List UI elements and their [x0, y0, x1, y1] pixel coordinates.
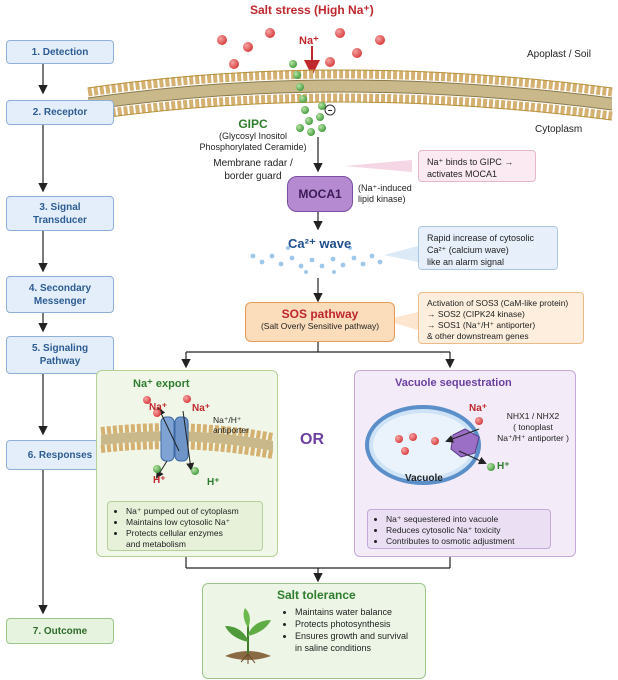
sos-note-line3: → SOS1 (Na⁺/H⁺ antiporter)	[427, 320, 536, 330]
outcome-bullet-3: Ensures growth and survival	[295, 630, 408, 642]
vacuole-bullet-3: Contributes to osmotic adjustment	[386, 536, 544, 547]
export-h-label-1: H⁺	[153, 475, 166, 486]
outcome-bullet-1: Maintains water balance	[295, 606, 408, 618]
export-bullet-1: Na⁺ pumped out of cytoplasm	[126, 506, 256, 517]
vacuole-h-label: H⁺	[497, 461, 510, 472]
export-bullet-2: Maintains low cytosolic Na⁺	[126, 517, 256, 528]
outcome-bullet-2: Protects photosynthesis	[295, 618, 408, 630]
moca1-sub2: lipid kinase)	[358, 194, 406, 204]
step-receptor: 2. Receptor	[6, 100, 114, 125]
gipc-block: GIPC (Glycosyl Inositol Phosphorylated C…	[198, 117, 308, 183]
ca-note-line3: like an alarm signal	[427, 257, 505, 267]
export-summary: Na⁺ pumped out of cytoplasm Maintains lo…	[107, 501, 263, 551]
gipc-title: GIPC	[238, 117, 268, 131]
export-h-label-2: H⁺	[207, 477, 220, 488]
step-detection: 1. Detection	[6, 40, 114, 64]
export-antiporter-line1: Na⁺/H⁺	[213, 415, 242, 425]
step-signaling-pathway: 5. Signaling Pathway	[6, 336, 114, 374]
gipc-sub1: (Glycosyl Inositol	[218, 131, 288, 141]
gipc-desc2: border guard	[224, 171, 282, 182]
export-antiporter-line2: antiporter	[213, 425, 249, 435]
calcium-dots	[250, 246, 383, 274]
sos-sub: (Salt Overly Sensitive pathway)	[260, 321, 380, 331]
apoplast-label: Apoplast / Soil	[527, 49, 591, 60]
gipc-note-pointer	[345, 160, 412, 172]
or-label: OR	[300, 431, 324, 448]
merge-arrows	[185, 555, 451, 583]
salt-tolerance-title: Salt tolerance	[277, 588, 356, 602]
sos-node: SOS pathway (Salt Overly Sensitive pathw…	[245, 302, 395, 342]
export-antiporter-label: Na⁺/H⁺ antiporter	[213, 415, 249, 435]
gipc-note-line2: activates MOCA1	[427, 169, 498, 179]
export-na-label-2: Na⁺	[192, 403, 211, 414]
vacuole-label: Vacuole	[405, 473, 443, 484]
gipc-note-line1: Na⁺ binds to GIPC →	[427, 157, 514, 167]
nhx-line3: Na⁺/H⁺ antiporter )	[497, 433, 569, 443]
export-membrane-drawing	[100, 395, 274, 479]
export-bullet-4: and metabolism	[126, 539, 187, 549]
ca-note-line2: Ca²⁺ (calcium wave)	[427, 245, 509, 255]
sos-note-line2: → SOS2 (CIPK24 kinase)	[427, 309, 525, 319]
gipc-molecule: −	[289, 60, 336, 173]
nhx-line2: ( tonoplast	[513, 422, 553, 432]
ca-wave-label: Ca²⁺ wave	[288, 236, 352, 251]
moca1-sub1: (Na⁺-induced	[358, 183, 412, 193]
sos-title: SOS pathway	[281, 307, 359, 321]
vacuole-na-label: Na⁺	[469, 403, 488, 414]
vacuole-panel: Vacuole sequestration Vacuole Na⁺ H⁺ NHX…	[354, 370, 576, 557]
gipc-desc1: Membrane radar /	[213, 158, 293, 169]
na-ion-label: Na⁺	[299, 35, 319, 47]
plasma-membrane	[87, 69, 613, 121]
salt-stress-title: Salt stress (High Na⁺)	[250, 3, 374, 17]
step-secondary-messenger: 4. Secondary Messenger	[6, 276, 114, 313]
vacuole-drawing	[365, 405, 495, 485]
plant-icon	[225, 608, 271, 664]
cytoplasm-label: Cytoplasm	[535, 124, 583, 135]
export-na-label-1: Na⁺	[149, 402, 168, 413]
sodium-ions-top	[217, 28, 385, 69]
vacuole-title: Vacuole sequestration	[395, 377, 512, 389]
vacuole-bullet-1: Na⁺ sequestered into vacuole	[386, 514, 544, 525]
na-export-title: Na⁺ export	[133, 378, 190, 390]
salt-tolerance-list: Maintains water balance Protects photosy…	[283, 606, 408, 654]
gipc-sub2: Phosphorylated Ceramide)	[199, 142, 307, 152]
gipc-note: Na⁺ binds to GIPC → activates MOCA1	[418, 150, 536, 182]
salt-tolerance-panel: Salt tolerance Maintains water balance P…	[202, 583, 426, 679]
vacuole-bullet-2: Reduces cytosolic Na⁺ toxicity	[386, 525, 544, 536]
export-bullet-3: Protects cellular enzymes	[126, 528, 256, 539]
sos-note-pointer	[384, 312, 418, 330]
nhx-label: NHX1 / NHX2 ( tonoplast Na⁺/H⁺ antiporte…	[491, 411, 575, 444]
moca1-node: MOCA1	[287, 176, 353, 212]
step-signal-transducer: 3. Signal Transducer	[6, 196, 114, 231]
nhx-line1: NHX1 / NHX2	[506, 411, 560, 421]
outcome-bullet-4: in saline conditions	[295, 643, 372, 653]
ca-note-pointer	[384, 246, 418, 262]
na-export-panel: Na⁺ export Na⁺ Na⁺ H⁺ H⁺ Na⁺/H⁺ antiport…	[96, 370, 278, 557]
sos-note-line4: & other downstream genes	[427, 331, 529, 341]
ca-note-line1: Rapid increase of cytosolic	[427, 233, 535, 243]
vacuole-summary: Na⁺ sequestered into vacuole Reduces cyt…	[367, 509, 551, 549]
branch-arrows	[181, 340, 455, 369]
step-outcome: 7. Outcome	[6, 618, 114, 644]
ca-note: Rapid increase of cytosolic Ca²⁺ (calciu…	[418, 226, 558, 270]
svg-text:−: −	[328, 106, 333, 115]
moca1-desc: (Na⁺-induced lipid kinase)	[358, 183, 412, 205]
sos-note: Activation of SOS3 (CaM-like protein) → …	[418, 292, 584, 344]
sos-note-line1: Activation of SOS3 (CaM-like protein)	[427, 298, 569, 308]
